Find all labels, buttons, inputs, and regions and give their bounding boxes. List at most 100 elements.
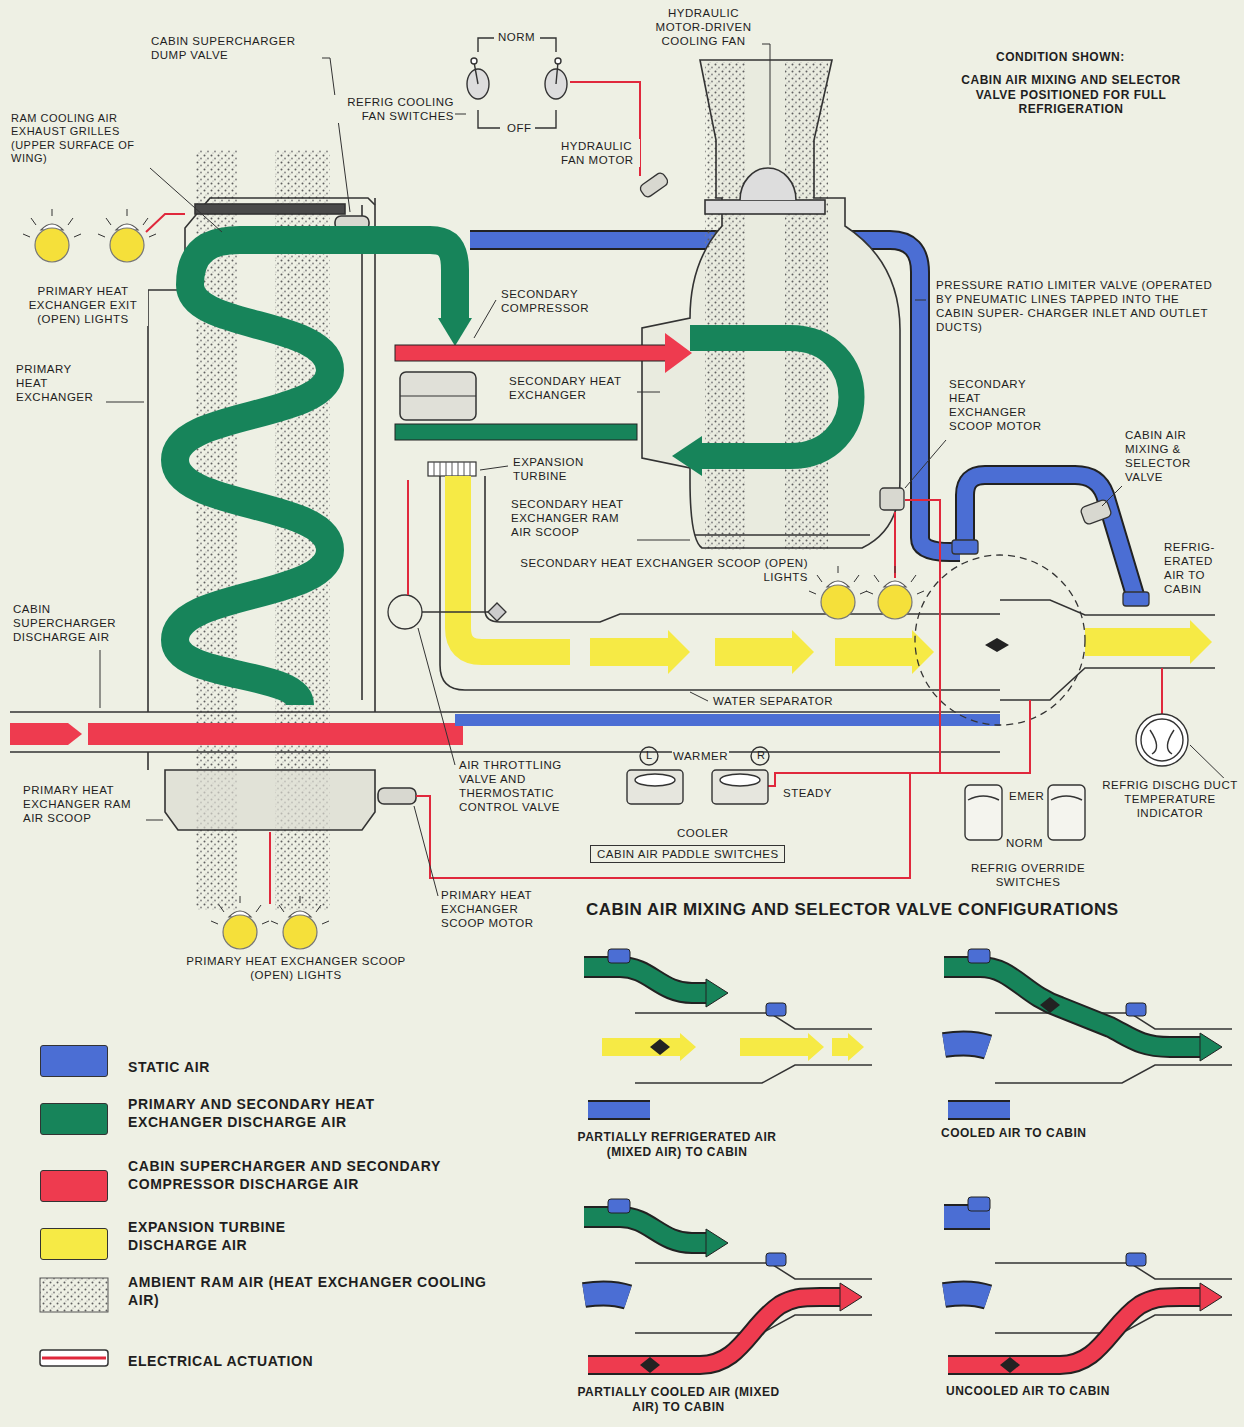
valve-configuration-panel [944, 1043, 988, 1047]
section-heading: CABIN AIR MIXING AND SELECTOR VALVE CONF… [585, 900, 1120, 921]
heat-exchanger-discharge-flow [690, 338, 852, 456]
valve-configuration-panel [584, 1293, 628, 1297]
part-label: REFRIG COOLING FAN SWITCHES [325, 95, 455, 123]
toggle-switch [467, 38, 567, 128]
valve-configuration-panel [588, 1102, 650, 1118]
leader-line [1102, 486, 1122, 506]
control-panel-item [751, 747, 769, 765]
valve-configuration-panel [944, 1293, 988, 1297]
valve-configuration-panel [948, 1102, 1010, 1118]
valve-configuration-panel [1000, 1357, 1020, 1373]
leader-line [762, 44, 770, 165]
heat-exchanger-discharge-flow [175, 240, 852, 705]
valve-configuration-panel [584, 1217, 708, 1243]
switch-position-label: R [756, 749, 766, 762]
valve-configuration-panel [948, 1100, 1010, 1120]
panel-caption: UNCOOLED AIR TO CABIN [945, 1384, 1111, 1399]
valve-configuration-panel [608, 1199, 630, 1213]
valve [639, 171, 670, 199]
part-label: SECONDARY HEAT EXCHANGER RAM AIR SCOOP [510, 497, 640, 539]
water-separator [440, 476, 1215, 725]
switch-position-label: L [645, 749, 654, 762]
valve-configuration-panel [944, 949, 1232, 1110]
panel-caption: PARTIALLY REFRIGERATED AIR (MIXED AIR) T… [560, 1130, 794, 1159]
valve-configuration-panel [944, 967, 1202, 1047]
legend-sample [42, 1357, 106, 1360]
part-label: SECONDARY HEAT EXCHANGER [508, 374, 635, 402]
ram-air-stipple [785, 62, 828, 550]
part-label: SECONDARY HEAT EXCHANGER SCOOP (OPEN) LI… [492, 556, 809, 584]
valve [422, 611, 488, 612]
valve-configuration-panel [1200, 1283, 1222, 1311]
heat-exchanger-discharge-flow [438, 318, 472, 346]
toggle-switch [556, 62, 558, 84]
electrical-wire [905, 500, 940, 773]
part-label: WATER SEPARATOR [712, 694, 834, 708]
control-panel-item [627, 770, 683, 804]
valve-configuration-panel [968, 1197, 990, 1211]
control-panel-item [1136, 714, 1188, 766]
electrical-wire [146, 214, 185, 232]
leader-line [146, 820, 163, 821]
part-label: SECONDARY COMPRESSOR [500, 287, 614, 315]
legend-swatch [40, 1103, 108, 1135]
electrical-wire [146, 82, 1162, 904]
ram-air-stipple [705, 62, 745, 550]
electrical-wire [1161, 668, 1163, 714]
indicator-light [809, 566, 867, 619]
leader-line [150, 168, 222, 232]
panel-caption: PARTIALLY COOLED AIR (MIXED AIR) TO CABI… [575, 1385, 782, 1414]
static-air-pipe [965, 475, 1135, 595]
valve-configuration-panel [944, 1293, 988, 1297]
legend-sample [40, 1350, 108, 1366]
secondary-exchanger-outline [642, 60, 900, 548]
compressor-turbine [395, 345, 667, 361]
valve-configuration-panel [584, 949, 872, 1110]
valve [488, 603, 506, 621]
part-label: EXPANSION TURBINE [512, 455, 602, 483]
indicator-light [271, 896, 329, 949]
control-panel-item [720, 774, 760, 786]
part-label: PRIMARY HEAT EXCHANGER SCOOP (OPEN) LIGH… [180, 954, 412, 982]
switch-position-label: OFF [506, 121, 533, 135]
legend-text: EXPANSION TURBINE DISCHARGE AIR [128, 1218, 328, 1254]
switch-position-label: NORM [497, 30, 536, 44]
leader-line [414, 806, 438, 896]
valve-configuration-panel [1200, 1033, 1222, 1061]
indicator-light [866, 566, 924, 619]
part-label: CABIN SUPERCHARGER DISCHARGE AIR [12, 602, 146, 644]
caption-box: CABIN AIR PADDLE SWITCHES [590, 845, 785, 863]
part-label: PRIMARY HEAT EXCHANGER [15, 362, 105, 404]
switch-position-label: NORM [1005, 836, 1044, 850]
compressor-turbine [428, 462, 476, 476]
valve-configuration-panel [766, 1253, 786, 1266]
part-label: RAM COOLING AIR EXHAUST GRILLES (UPPER S… [10, 112, 152, 166]
toggle-switch [471, 58, 477, 64]
supercharger-duct [10, 723, 82, 745]
legend-sample [40, 1278, 108, 1366]
valve-configuration-panel [944, 1197, 1232, 1373]
valve-configuration-panel [584, 967, 708, 993]
leader-line [100, 650, 101, 708]
valve-configuration-panel [584, 967, 708, 993]
leader-line [455, 114, 466, 115]
leader-line [905, 440, 946, 488]
control-panel-item [1150, 730, 1174, 754]
legend-text: CABIN SUPERCHARGER AND SECONDARY COMPRES… [128, 1157, 508, 1193]
water-separator [440, 476, 1000, 690]
valve-configuration-panel [602, 1033, 696, 1061]
control-panel-item [1051, 796, 1082, 800]
valve [388, 595, 422, 629]
supercharger-duct [10, 712, 1000, 752]
valve [388, 171, 1149, 629]
switch-position-label: STEADY [782, 786, 833, 800]
part-label: CABIN SUPERCHARGER DUMP VALVE [150, 34, 322, 62]
heat-exchanger-discharge-flow [672, 436, 702, 476]
secondary-exchanger-outline [705, 200, 825, 214]
part-label: CABIN AIR MIXING & SELECTOR VALVE [1124, 428, 1218, 484]
control-panel-item [640, 747, 658, 765]
leader-line [480, 466, 508, 470]
switch-position-label: COOLER [676, 826, 730, 840]
control-panel-item [712, 770, 768, 804]
primary-heat-exchanger [165, 770, 375, 830]
